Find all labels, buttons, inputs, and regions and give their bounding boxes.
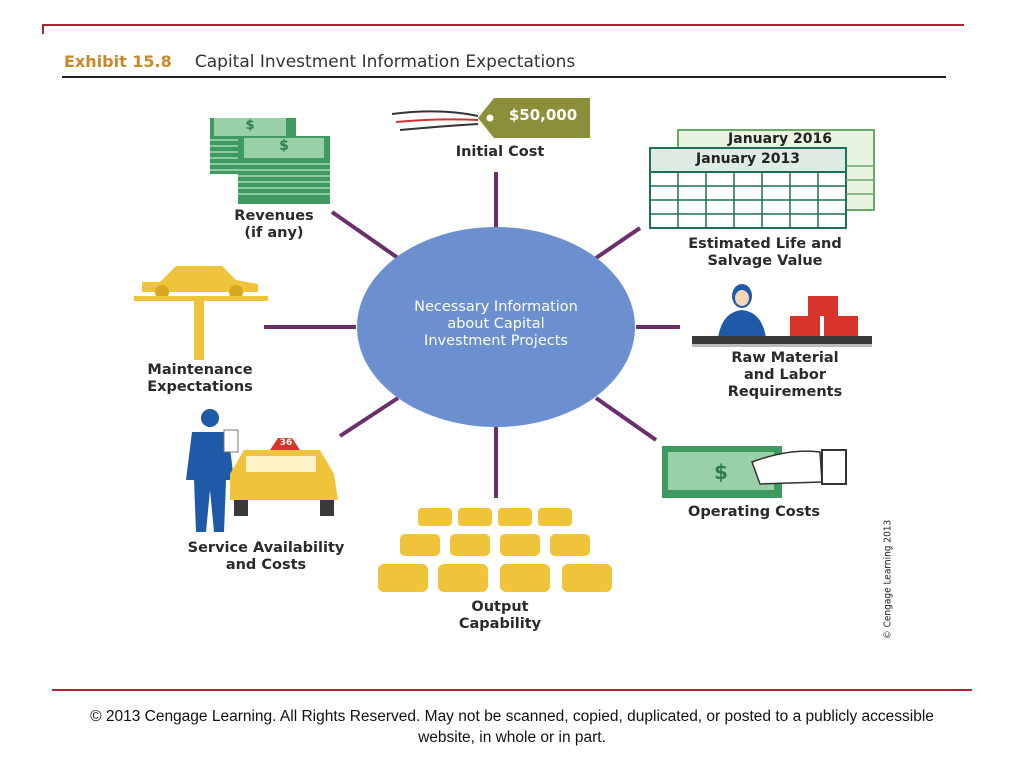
bottom-rule: [52, 689, 972, 691]
car-row-3: [378, 564, 612, 592]
spoke-estimated-life: [594, 226, 642, 260]
top-rule: [42, 24, 964, 26]
calendar-icon: [649, 129, 875, 229]
calendar-back-title: January 2016: [728, 131, 832, 147]
spoke-operating: [594, 396, 658, 442]
price-tag-icon: [391, 98, 590, 138]
mechanic-car-icon: [186, 409, 338, 532]
label-initial-cost: Initial Cost: [455, 144, 545, 160]
label-service: Service Availability and Costs: [187, 540, 345, 573]
exhibit-underline: [62, 76, 946, 78]
label-operating: Operating Costs: [688, 504, 820, 520]
spoke-revenues: [330, 210, 400, 260]
label-raw-material: Raw Material and Labor Requirements: [727, 350, 843, 400]
bill-symbol-front: $: [279, 138, 289, 154]
copyright-footer: © 2013 Cengage Learning. All Rights Rese…: [90, 708, 934, 746]
center-circle: [357, 227, 635, 427]
label-maintenance: Maintenance Expectations: [147, 362, 253, 395]
label-estimated-life: Estimated Life and Salvage Value: [688, 236, 842, 269]
operating-bill-symbol: $: [714, 460, 728, 484]
exhibit-header: Exhibit 15.8 Capital Investment Informat…: [64, 52, 946, 78]
label-revenues: Revenues (if any): [234, 208, 314, 241]
exhibit-title: Capital Investment Information Expectati…: [194, 52, 576, 72]
car-row-2: [400, 534, 590, 556]
bill-symbol-back: $: [245, 118, 255, 133]
price-tag-value: $50,000: [508, 106, 578, 124]
image-credit: © Cengage Learning 2013: [882, 519, 894, 640]
car-fleet-icon: [378, 508, 612, 592]
top-rule-tick: [42, 24, 44, 34]
calendar-front-title: January 2013: [696, 151, 800, 167]
hand-money-icon: [662, 446, 847, 498]
money-stack-icon: [210, 118, 330, 204]
exhibit-number: Exhibit 15.8: [64, 52, 172, 71]
spoke-service: [338, 396, 400, 438]
worker-boxes-icon: [692, 284, 872, 347]
car-row-1: [418, 508, 572, 526]
car-lift-icon: [134, 266, 268, 360]
label-output: Output Capability: [458, 599, 542, 632]
center-label: Necessary Information about Capital Inve…: [414, 299, 578, 349]
spokes: [264, 172, 680, 498]
badge-number: 36: [279, 438, 293, 448]
